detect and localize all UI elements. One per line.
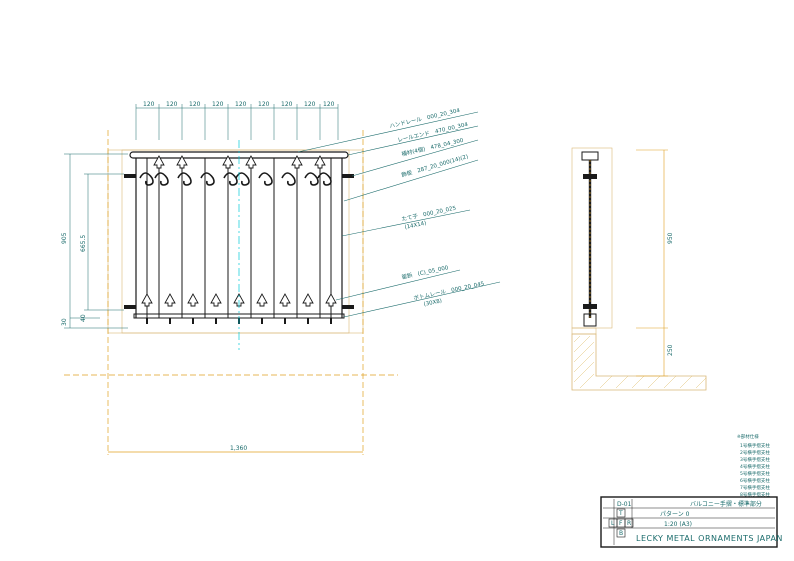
top-dim-label: 120 <box>304 101 316 108</box>
side-bracket-top <box>583 174 597 179</box>
wall-brackets <box>124 174 354 309</box>
drawing-number: D-01 <box>617 501 632 508</box>
slab-hatch <box>573 335 707 389</box>
side-handrail <box>581 151 599 161</box>
top-dim-label: 120 <box>166 101 178 108</box>
height-total-label: 905 <box>61 232 68 244</box>
callout-panel: 飾板 287_20_000(14)(2) <box>400 152 469 179</box>
drawing-title: バルコニー手摺・標準部分 <box>690 500 762 508</box>
note-item: 5号横手摺支柱 <box>740 470 770 477</box>
small-dim-a-label: 30 <box>61 318 68 326</box>
note-item: 1号横手摺支柱 <box>740 442 770 449</box>
view-f: F <box>619 520 623 527</box>
notes-block: ※部材仕様 1号横手摺支柱 2号横手摺支柱 3号横手摺支柱 4号横手摺支柱 5号… <box>737 433 770 498</box>
left-dimension-lines <box>64 153 128 329</box>
balusters <box>146 158 332 318</box>
top-dim-label: 120 <box>212 101 224 108</box>
top-dim-label: 120 <box>323 101 335 108</box>
view-b: B <box>619 530 623 537</box>
pattern-label: パターン 0 <box>660 510 690 518</box>
side-base <box>583 313 597 327</box>
top-dim-label: 120 <box>281 101 293 108</box>
top-dim-label: 120 <box>189 101 201 108</box>
company-name: LECKY METAL ORNAMENTS JAPAN <box>636 534 783 543</box>
top-arrow-finials <box>153 155 326 169</box>
note-item: 8号横手摺支柱 <box>740 491 770 498</box>
top-dimension-line <box>135 104 339 140</box>
top-dim-label: 120 <box>235 101 247 108</box>
callout-labels: ハンドレール 000_20_304 レールエンド 470_00_304 補材(4… <box>389 108 485 308</box>
callout-baluster-sub: (14X14) <box>404 221 427 231</box>
side-slab <box>571 333 707 391</box>
note-item: 7号横手摺支柱 <box>740 484 770 491</box>
side-dim-lower: 250 <box>667 344 674 356</box>
title-block-frame <box>600 496 778 548</box>
small-dim-b-label: 40 <box>80 314 87 322</box>
bottom-arrow-finials <box>141 293 337 307</box>
view-t: T <box>618 510 623 517</box>
side-dimension-lines <box>636 149 668 377</box>
top-dim-label: 120 <box>258 101 270 108</box>
view-grid <box>608 508 634 538</box>
side-slab-top <box>571 327 597 335</box>
view-l: L <box>611 520 615 527</box>
side-dim-upper: 950 <box>667 232 674 244</box>
scroll-ornaments <box>139 172 332 186</box>
note-item: 3号横手摺支柱 <box>740 456 770 463</box>
top-dimension-labels: 120 120 120 120 120 120 120 120 120 <box>143 101 335 108</box>
width-dim-label: 1,360 <box>230 445 247 452</box>
front-view: 120 120 120 120 120 120 120 120 120 <box>61 101 501 455</box>
opening-outline <box>121 149 350 334</box>
side-view: 950 250 <box>571 147 707 391</box>
top-dim-label: 120 <box>143 101 155 108</box>
note-item: 4号横手摺支柱 <box>740 463 770 470</box>
note-item: 6号横手摺支柱 <box>740 477 770 484</box>
note-item: 2号横手摺支柱 <box>740 449 770 456</box>
notes-header: ※部材仕様 <box>737 433 759 440</box>
callout-bottom-rail: ボトムレール 000_20_045 <box>413 279 486 302</box>
callout-bottom-rail-sub: (30X8) <box>423 298 442 308</box>
scale-label: 1:20 (A3) <box>664 521 692 528</box>
height-inner-label: 665.5 <box>80 235 87 252</box>
view-r: R <box>627 520 631 527</box>
callout-baluster: たて子 000_20_025 <box>401 204 457 222</box>
side-bracket-bottom <box>583 304 597 309</box>
title-block: T L F R B D-01 バルコニー手摺・標準部分 パターン 0 1:20 … <box>600 496 783 548</box>
callout-leaders <box>297 111 501 318</box>
